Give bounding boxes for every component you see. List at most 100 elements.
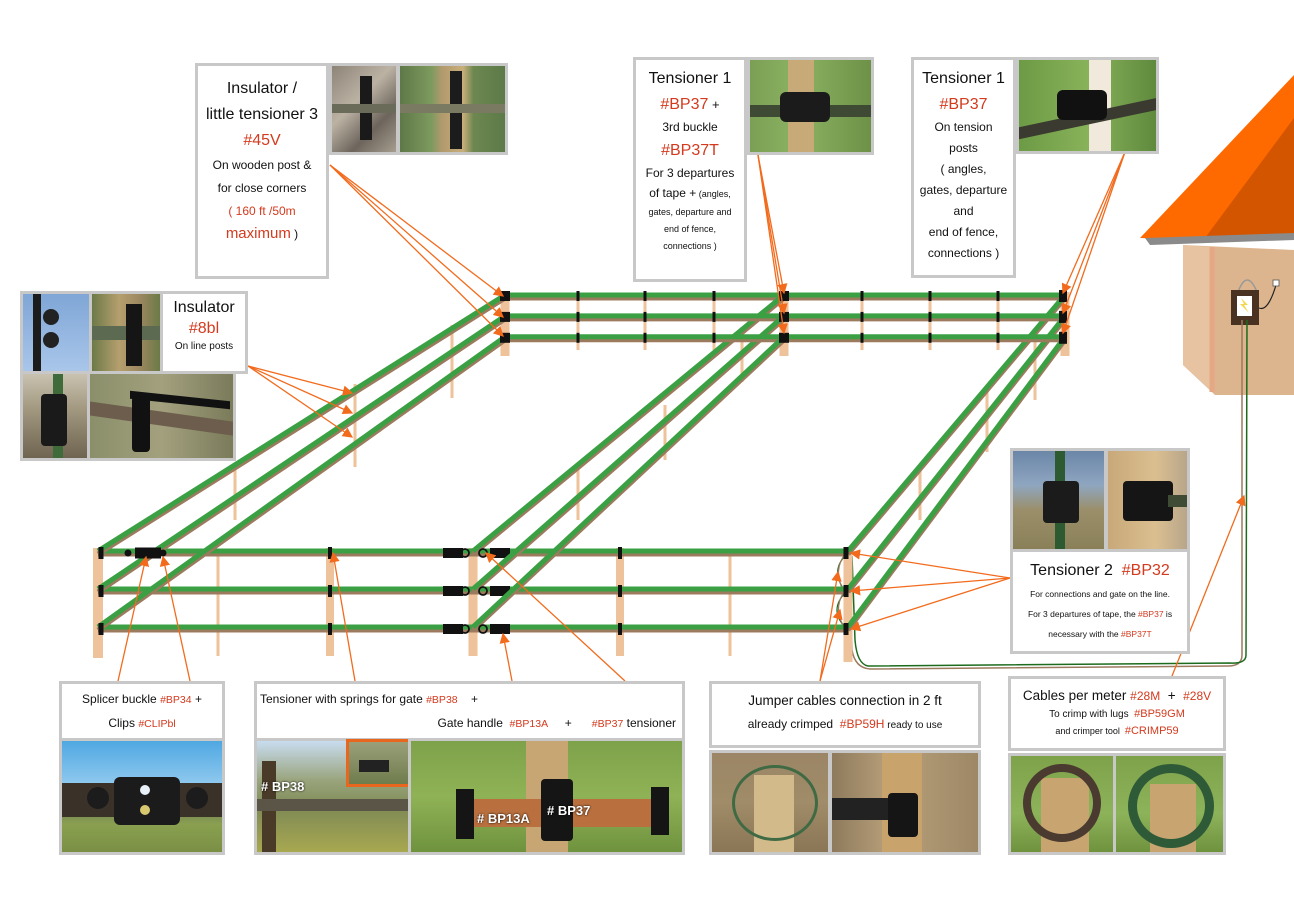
callout-insulator-45v: Insulator / little tensioner 3 #45V On w… xyxy=(195,63,329,279)
desc: Tensioner with springs for gate xyxy=(260,692,427,706)
insulator xyxy=(1059,331,1067,344)
product-code: #BP59H xyxy=(839,717,885,731)
callout-tensioner1-bp37-bp37t: Tensioner 1 #BP37 + 3rd buckle #BP37T Fo… xyxy=(633,57,747,282)
insulator xyxy=(643,291,647,301)
insulator xyxy=(490,586,510,596)
plus: + xyxy=(191,692,202,706)
title: Tensioner 2 xyxy=(1030,562,1113,579)
tape-green-stripe xyxy=(96,292,507,554)
insulator xyxy=(1059,310,1067,323)
desc: for close corners xyxy=(217,181,307,195)
desc: ( angles, xyxy=(940,162,987,176)
insulator xyxy=(328,547,332,559)
pointer-arrow xyxy=(329,164,504,318)
fence-post xyxy=(928,294,932,350)
insulator xyxy=(618,547,622,559)
product-code: #BP34 xyxy=(160,694,192,706)
callout-jumper: Jumper cables connection in 2 ft already… xyxy=(709,681,981,748)
fence-post xyxy=(500,292,510,356)
pointer-arrow xyxy=(849,549,1011,579)
desc: Clips xyxy=(108,716,139,730)
insulator xyxy=(860,291,864,301)
photo-insulator-tree xyxy=(329,63,399,155)
plus: + xyxy=(1160,688,1184,703)
photo-gate-bp38-inset xyxy=(346,739,411,787)
fence-post xyxy=(643,294,647,350)
photo-tensioner1-3buckle xyxy=(747,57,874,155)
photo-label: # BP13A xyxy=(477,811,530,826)
fence-post xyxy=(216,550,220,656)
insulator xyxy=(996,332,1000,343)
gate-handle-ring xyxy=(478,586,488,596)
title: Insulator xyxy=(173,299,235,316)
insulator xyxy=(712,291,716,301)
pointer-arrows xyxy=(117,151,1246,682)
photo-label: # BP38 xyxy=(261,779,305,794)
desc: For 3 departures of tape, the xyxy=(1027,609,1139,619)
tape-green-stripe xyxy=(846,314,1067,591)
fence-post xyxy=(616,548,624,656)
title: Tensioner 1 xyxy=(648,70,732,87)
clip xyxy=(124,549,132,557)
tape-green-stripe xyxy=(845,335,1068,629)
insulator xyxy=(843,623,849,635)
insulator xyxy=(576,291,580,301)
insulator xyxy=(860,332,864,343)
pointer-arrow xyxy=(329,164,505,297)
insulator xyxy=(712,332,716,343)
product-code: #8bl xyxy=(188,320,220,337)
tape-green-stripe xyxy=(471,334,786,629)
fence-post xyxy=(353,384,357,467)
gate-spring xyxy=(460,624,470,634)
insulator xyxy=(928,291,932,301)
desc: For connections and gate on the line. xyxy=(1030,589,1170,599)
insulator xyxy=(712,311,716,322)
insulator xyxy=(98,585,104,597)
photo-label: # BP37 xyxy=(547,803,591,818)
callout-cables: Cables per meter #28M + #28V To crimp wi… xyxy=(1008,676,1226,751)
photo-tensioner1-post xyxy=(1016,57,1159,154)
callout-gate: Tensioner with springs for gate #BP38 + … xyxy=(254,681,685,741)
product-code: #BP37T xyxy=(661,142,719,159)
fence-post xyxy=(450,325,454,398)
pointer-arrow xyxy=(159,555,191,682)
energizer-box-icon xyxy=(1231,279,1280,325)
pointer-arrow xyxy=(485,552,626,682)
desc: and xyxy=(953,204,974,218)
limit-max: maximum xyxy=(225,225,291,242)
insulator xyxy=(643,311,647,322)
pointer-arrow xyxy=(849,577,1011,596)
title: Cables per meter xyxy=(1022,688,1131,703)
insulator xyxy=(618,623,622,635)
pointer-arrow xyxy=(1061,151,1126,295)
fence-post xyxy=(326,548,334,656)
insulator xyxy=(576,332,580,343)
insulator xyxy=(996,291,1000,301)
callout-splicer: Splicer buckle #BP34 + Clips #CLIPbl xyxy=(59,681,225,741)
plus: + xyxy=(708,97,720,112)
product-code: #45V xyxy=(243,132,281,149)
insulator xyxy=(443,548,463,558)
insulator xyxy=(779,332,789,343)
desc: On line posts xyxy=(174,341,234,352)
insulator xyxy=(843,585,849,597)
desc: necessary with the xyxy=(1048,629,1122,639)
pointer-arrow xyxy=(1061,151,1126,335)
pointer-arrow xyxy=(819,570,842,682)
fence-post xyxy=(576,294,580,350)
desc: tensioner xyxy=(623,716,676,730)
product-code: #BP37 xyxy=(660,96,709,113)
photo-gate-handle: # BP13A # BP37 xyxy=(408,738,685,855)
desc: On wooden post & xyxy=(212,158,312,172)
desc: Gate handle xyxy=(437,716,510,730)
insulator xyxy=(500,311,510,322)
plus: + xyxy=(457,692,478,706)
pointer-arrow xyxy=(247,365,354,414)
callout-tensioner2-bp32: Tensioner 2 #BP32 For connections and ga… xyxy=(1010,549,1190,654)
limit-close: ) xyxy=(290,227,299,241)
insulator xyxy=(98,623,104,635)
product-code: #BP37 xyxy=(1138,609,1164,619)
insulator xyxy=(860,311,864,322)
product-code: #BP37 xyxy=(591,718,624,730)
